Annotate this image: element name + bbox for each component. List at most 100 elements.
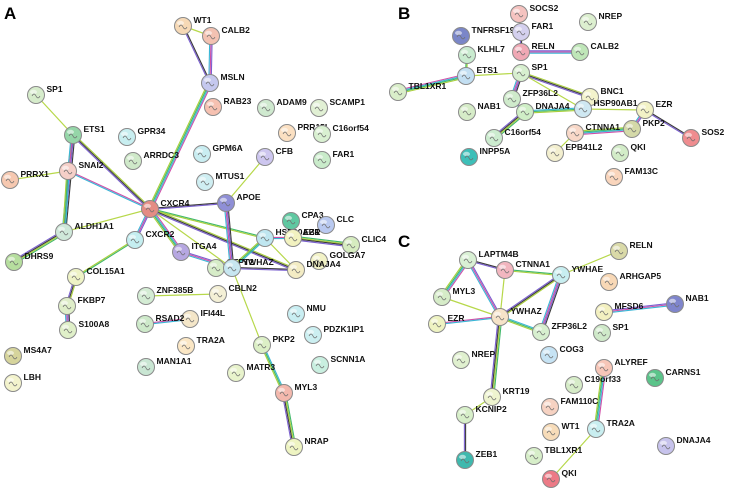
node-s100a8[interactable]: S100A8	[59, 319, 110, 339]
node-circle[interactable]	[542, 423, 560, 441]
node-rsad2[interactable]: RSAD2	[136, 313, 185, 333]
node-cxcr2[interactable]: CXCR2	[126, 229, 175, 249]
node-tbl1xr1[interactable]: TBL1XR1	[389, 81, 447, 101]
node-circle[interactable]	[196, 173, 214, 191]
node-circle[interactable]	[141, 200, 159, 218]
node-carns1[interactable]: CARNS1	[646, 367, 701, 387]
node-circle[interactable]	[610, 242, 628, 260]
node-circle[interactable]	[256, 229, 274, 247]
node-sp1[interactable]: SP1	[512, 62, 548, 82]
node-cbln2[interactable]: CBLN2	[209, 283, 258, 303]
node-qki[interactable]: QKI	[611, 142, 646, 162]
node-circle[interactable]	[278, 124, 296, 142]
node-circle[interactable]	[256, 148, 274, 166]
node-circle[interactable]	[209, 285, 227, 303]
node-reln[interactable]: RELN	[610, 240, 653, 260]
node-snai2[interactable]: SNAI2	[59, 160, 104, 180]
node-man1a1[interactable]: MAN1A1	[137, 356, 192, 376]
node-circle[interactable]	[512, 64, 530, 82]
node-circle[interactable]	[611, 144, 629, 162]
node-circle[interactable]	[646, 369, 664, 387]
node-circle[interactable]	[204, 98, 222, 116]
node-circle[interactable]	[59, 162, 77, 180]
node-gpr34[interactable]: GPR34	[118, 126, 166, 146]
node-znf385b[interactable]: ZNF385B	[137, 285, 194, 305]
node-circle[interactable]	[285, 438, 303, 456]
node-far1[interactable]: FAR1	[313, 149, 355, 169]
node-inpp5a[interactable]: INPP5A	[460, 146, 511, 166]
node-circle[interactable]	[565, 376, 583, 394]
node-col15a1[interactable]: COL15A1	[67, 266, 126, 286]
node-circle[interactable]	[313, 151, 331, 169]
node-mtus1[interactable]: MTUS1	[196, 171, 245, 191]
node-ezr[interactable]: EZR	[284, 227, 321, 247]
node-scamp1[interactable]: SCAMP1	[310, 97, 366, 117]
node-circle[interactable]	[587, 420, 605, 438]
node-circle[interactable]	[605, 168, 623, 186]
node-circle[interactable]	[59, 321, 77, 339]
node-circle[interactable]	[593, 324, 611, 342]
node-wt1[interactable]: WT1	[542, 421, 580, 441]
node-circle[interactable]	[657, 437, 675, 455]
node-far1[interactable]: FAR1	[512, 21, 554, 41]
node-circle[interactable]	[275, 384, 293, 402]
node-adam9[interactable]: ADAM9	[257, 97, 307, 117]
node-circle[interactable]	[546, 144, 564, 162]
node-calb2[interactable]: CALB2	[571, 41, 620, 61]
node-golga7[interactable]: GOLGA7	[310, 250, 366, 270]
node-circle[interactable]	[452, 27, 470, 45]
node-arhgap5[interactable]: ARHGAP5	[600, 271, 662, 291]
node-zfp36l2[interactable]: ZFP36L2	[503, 88, 559, 108]
node-circle[interactable]	[525, 447, 543, 465]
node-circle[interactable]	[207, 259, 225, 277]
node-circle[interactable]	[483, 388, 501, 406]
node-circle[interactable]	[310, 99, 328, 117]
node-circle[interactable]	[503, 90, 521, 108]
node-circle[interactable]	[542, 470, 560, 488]
node-circle[interactable]	[496, 261, 514, 279]
node-circle[interactable]	[541, 398, 559, 416]
node-calb2[interactable]: CALB2	[202, 25, 251, 45]
node-circle[interactable]	[193, 145, 211, 163]
node-circle[interactable]	[460, 148, 478, 166]
node-circle[interactable]	[202, 27, 220, 45]
node-circle[interactable]	[459, 251, 477, 269]
node-cog3[interactable]: COG3	[540, 344, 584, 364]
node-itga4[interactable]: ITGA4	[172, 241, 217, 261]
node-circle[interactable]	[552, 266, 570, 284]
node-circle[interactable]	[227, 364, 245, 382]
node-ywhaz[interactable]: YWHAZ	[223, 257, 274, 277]
node-circle[interactable]	[5, 253, 23, 271]
node-circle[interactable]	[58, 297, 76, 315]
node-circle[interactable]	[64, 126, 82, 144]
node-circle[interactable]	[491, 308, 509, 326]
node-socs2[interactable]: SOCS2	[510, 3, 559, 23]
node-circle[interactable]	[217, 194, 235, 212]
node-sp1[interactable]: SP1	[593, 322, 629, 342]
node-circle[interactable]	[595, 303, 613, 321]
node-clic4[interactable]: CLIC4	[342, 234, 387, 254]
node-rab23[interactable]: RAB23	[204, 96, 252, 116]
node-lbh[interactable]: LBH	[4, 372, 41, 392]
node-circle[interactable]	[4, 347, 22, 365]
node-circle[interactable]	[304, 326, 322, 344]
node-ctnna1[interactable]: CTNNA1	[496, 259, 551, 279]
node-circle[interactable]	[540, 346, 558, 364]
node-dnaja4[interactable]: DNAJA4	[516, 101, 570, 121]
node-circle[interactable]	[311, 356, 329, 374]
node-dnaja4[interactable]: DNAJA4	[287, 259, 341, 279]
node-clc[interactable]: CLC	[317, 214, 354, 234]
node-mfsd6[interactable]: MFSD6	[595, 301, 644, 321]
node-circle[interactable]	[452, 351, 470, 369]
node-nrep[interactable]: NREP	[452, 349, 496, 369]
node-circle[interactable]	[433, 288, 451, 306]
node-fam13c[interactable]: FAM13C	[605, 166, 659, 186]
node-circle[interactable]	[666, 295, 684, 313]
node-circle[interactable]	[579, 13, 597, 31]
node-circle[interactable]	[456, 451, 474, 469]
node-zfp36l2[interactable]: ZFP36L2	[532, 321, 588, 341]
node-nab1[interactable]: NAB1	[666, 293, 709, 313]
node-circle[interactable]	[177, 337, 195, 355]
node-ms4a7[interactable]: MS4A7	[4, 345, 53, 365]
node-circle[interactable]	[4, 374, 22, 392]
